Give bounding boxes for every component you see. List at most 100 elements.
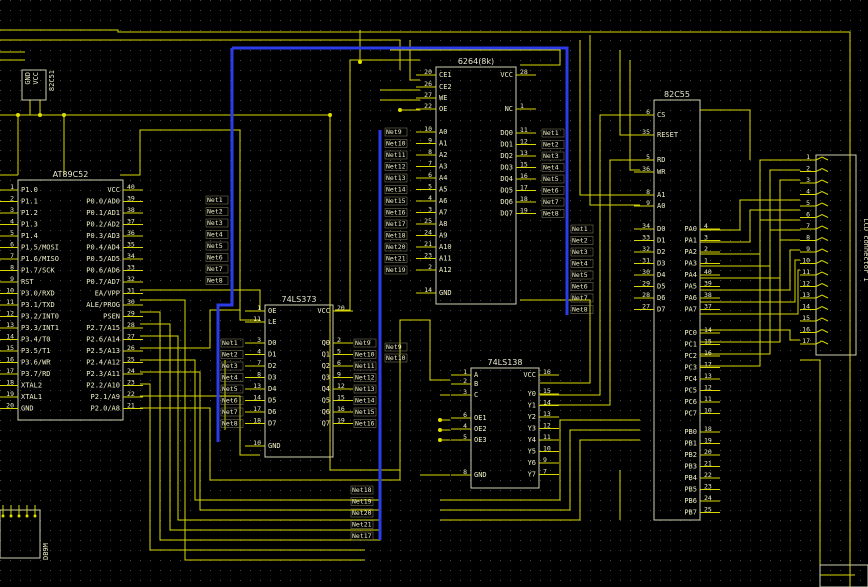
net-label-ram-addr: Net18	[386, 232, 406, 240]
at89c52-pin-number: 23	[127, 379, 135, 387]
wire	[629, 60, 640, 171]
at89c52-pin-number: 31	[127, 287, 135, 295]
ram6264-title: 6264(8k)	[458, 57, 494, 66]
at89c52-pin-label: P2.5/A13	[86, 347, 120, 355]
net-label-ram-data: Net8	[543, 210, 559, 218]
ram6264-pin-number: 18	[520, 195, 528, 203]
ram6264-pin-label: A9	[439, 232, 447, 240]
ram6264-pin-label: A11	[439, 255, 452, 263]
at89c52-pin-label: P0.0/AD0	[86, 198, 120, 206]
net-label-ppi-data: Net7	[572, 294, 588, 302]
net-label-latch-out: Net13	[355, 385, 375, 393]
latch-74ls373-pin-label: D0	[268, 339, 276, 347]
decoder-74ls138-pin-number: 2	[463, 377, 467, 385]
ram6264-pin-label: A1	[439, 140, 447, 148]
ram6264-pin-label: DQ2	[500, 152, 513, 160]
latch-74ls373[interactable]: 74LS373OE1LE11D03D14D27D38D413D514D617D7…	[245, 295, 353, 458]
ppi-82c55-pin-label: PC2	[684, 352, 697, 360]
ram6264-pin-label: A6	[439, 197, 447, 205]
lcd-pin-mark	[815, 317, 829, 322]
net-tag	[570, 259, 594, 268]
ppi-82c55[interactable]: 82C55CS6RESET35RD5WR36A18A09D034D133D232…	[634, 90, 720, 521]
latch-74ls373-pin-number: 14	[253, 394, 261, 402]
net-label-ram-addr: Net10	[386, 140, 406, 148]
ram6264-pin-label: CE1	[439, 71, 452, 79]
ram6264-pin-label: GND	[439, 289, 452, 297]
lcd-pin-number: 1	[806, 153, 810, 161]
net-tag	[353, 373, 377, 382]
net-tag	[205, 195, 229, 205]
lcd-pin-number: 17	[802, 337, 810, 345]
wire	[619, 50, 640, 136]
wire	[520, 299, 591, 384]
decoder-74ls138-pin-label: Y6	[528, 459, 536, 467]
net-label-ram-addr: Net9	[386, 128, 402, 136]
ram6264-pin-label: DQ0	[500, 129, 513, 137]
at89c52-pin-label: P1.3	[21, 221, 38, 229]
at89c52-pin-label: P2.3/A11	[86, 370, 120, 378]
ppi-82c55-pin-label: PC3	[684, 364, 697, 372]
net-tag	[220, 350, 244, 359]
ppi-82c55-pin-label: CS	[657, 111, 665, 119]
net-tag	[220, 384, 244, 394]
corner-frame	[819, 564, 868, 587]
ram6264-pin-label: DQ6	[500, 198, 513, 206]
wire	[700, 169, 800, 355]
ram6264-pin-label: DQ1	[500, 141, 513, 149]
decoder-74ls138-pin-number: 1	[463, 368, 467, 376]
ram6264-pin-label: A8	[439, 220, 447, 228]
junction-dot	[16, 113, 20, 117]
net-tag	[350, 508, 374, 518]
net-tag	[353, 338, 377, 348]
lcd-pin-number: 10	[802, 257, 810, 265]
ram6264-pin-number: 4	[428, 194, 432, 202]
db9-connector[interactable]: DB9M	[0, 505, 50, 560]
ram6264[interactable]: 6264(8k)CE120CE226WE27OE22A010A19A28A37A…	[416, 57, 536, 305]
net-tag	[353, 350, 377, 359]
ram6264-pin-number: 14	[424, 286, 432, 294]
latch-74ls373-pin-number: 6	[337, 359, 341, 367]
at89c52-outline	[17, 179, 124, 421]
wires	[0, 29, 855, 587]
net-tag	[384, 219, 408, 229]
decoder-74ls138-pin-number: 3	[463, 388, 467, 396]
ppi-82c55-pin-number: 35	[642, 128, 650, 136]
net-label-latch-in: Net2	[222, 351, 238, 359]
ppi-82c55-pin-number: 34	[642, 222, 650, 230]
at89c52-pin-number: 8	[10, 264, 14, 272]
ram6264-pin-number: 2	[428, 263, 432, 271]
latch-74ls373-pin-number: 17	[253, 405, 261, 413]
junction-dot	[328, 113, 332, 117]
ppi-82c55-pin-label: D5	[657, 283, 665, 291]
latch-74ls373-pin-label: D5	[268, 397, 276, 405]
lcd-outline	[815, 154, 857, 356]
at89c52-pin-number: 17	[6, 367, 14, 375]
latch-74ls373-pin-label: Q5	[322, 397, 330, 405]
lcd-pin-number: 15	[802, 314, 810, 322]
ram6264-pin-number: 8	[428, 148, 432, 156]
net-tag	[384, 139, 408, 148]
wire	[0, 114, 400, 471]
db9-pin-dot	[33, 514, 37, 518]
junction-dot	[438, 438, 442, 442]
at89c52-pin-label: P1.5/MOSI	[21, 244, 59, 252]
net-label-ram-addr: Net13	[386, 174, 406, 182]
net-tag	[384, 265, 408, 275]
ppi-82c55-pin-label: PA1	[684, 237, 697, 245]
latch-74ls373-pin-number: 20	[337, 304, 345, 312]
at89c52[interactable]: AT89C52P1.01P1.12P1.23P1.34P1.45P1.5/MOS…	[0, 170, 143, 421]
net-label-latch-out: Net14	[355, 397, 375, 405]
net-label-latch-out: Net16	[355, 420, 375, 428]
net-tag	[220, 396, 244, 405]
lcd-pin-mark	[815, 282, 829, 287]
net-label-p0: Net3	[207, 219, 223, 227]
at89c52-pin-label: P0.3/AD3	[86, 232, 120, 240]
at89c52-pin-label: P1.4	[21, 232, 38, 240]
decoder-74ls138-pin-number: 12	[543, 422, 551, 430]
lcd-pin-mark	[815, 156, 829, 161]
at89c52-pin-number: 38	[127, 206, 135, 214]
junction-dot	[38, 113, 42, 117]
